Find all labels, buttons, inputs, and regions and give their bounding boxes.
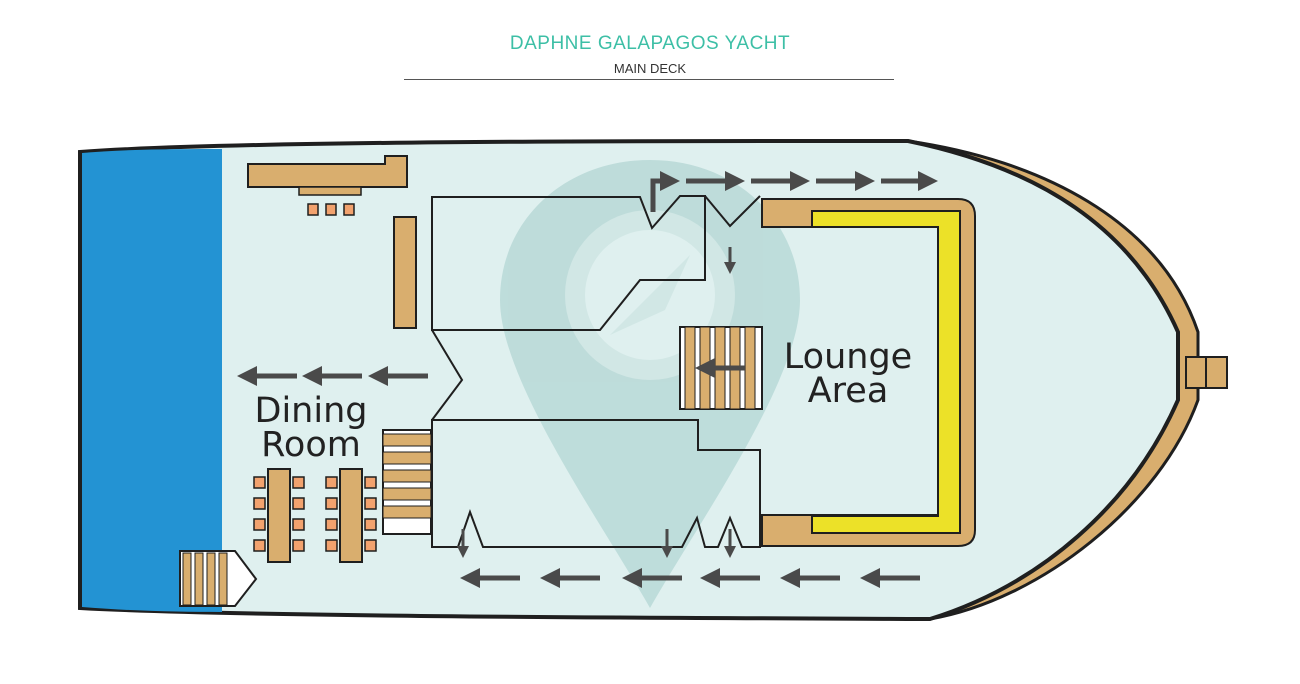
lounge-label-line2: Area <box>808 371 889 411</box>
dining-label-line2: Room <box>261 425 361 465</box>
direction-arrow-icon <box>457 529 920 588</box>
plan-subtitle: MAIN DECK <box>613 61 687 76</box>
direction-arrow-icon <box>650 171 938 274</box>
upper-cabin-outline <box>431 195 706 331</box>
lounge-sofa <box>761 198 976 547</box>
title-divider <box>404 79 894 80</box>
stern-staircase <box>179 550 258 607</box>
upper-door-notch <box>704 195 761 228</box>
center-wedge <box>431 329 464 421</box>
dining-label-line1: Dining <box>255 391 368 431</box>
galley-counter <box>247 155 408 216</box>
side-cabinet <box>393 216 417 329</box>
stern-water <box>82 149 222 612</box>
lounge-label-line1: Lounge <box>784 337 912 377</box>
plan-title: DAPHNE GALAPAGOS YACHT <box>509 33 791 54</box>
dining-staircase <box>382 429 432 535</box>
dining-table-left <box>253 468 305 563</box>
lounge-staircase <box>679 326 763 410</box>
dining-table-right <box>325 468 377 563</box>
